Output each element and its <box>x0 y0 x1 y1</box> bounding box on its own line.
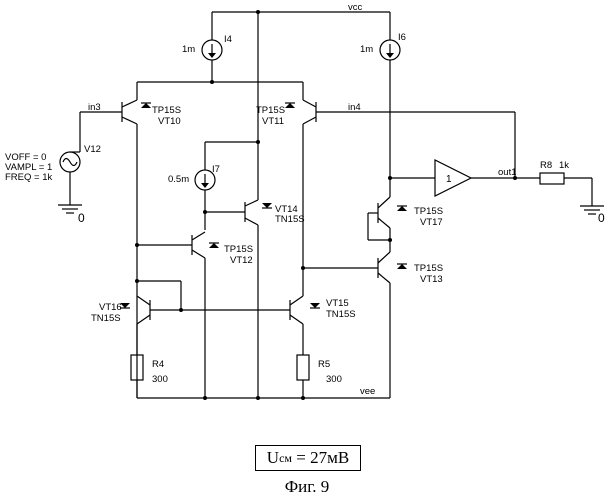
v12-name: V12 <box>84 144 101 155</box>
vt11-name: VT11 <box>262 116 284 127</box>
transistor-vt15: VT15 TN15S <box>290 296 356 355</box>
vee-rail: vee <box>137 386 390 400</box>
vt15-model: TN15S <box>326 309 356 320</box>
offset-voltage-result: Uсм = 27мВ <box>255 445 361 471</box>
transistor-vt14: VT14 TN15S <box>203 200 305 398</box>
v12-freq: FREQ = 1k <box>5 172 52 183</box>
vcc-label: vcc <box>348 2 363 13</box>
circuit-schematic: vcc vee 1m I4 1m I6 in3 <box>0 0 614 440</box>
i4-name: I4 <box>224 34 232 45</box>
current-source-i6: 1m I6 <box>360 32 406 178</box>
result-value: = 27мВ <box>296 448 349 468</box>
result-symbol: U <box>267 448 279 468</box>
r4-name: R4 <box>152 359 164 370</box>
i6-name: I6 <box>398 32 406 43</box>
vt11-model: TP15S <box>256 105 285 116</box>
buffer-amplifier: 1 out1 <box>435 160 540 196</box>
vt10-model: TP15S <box>152 105 181 116</box>
vt16-name: VT16 <box>99 302 122 313</box>
out1-label: out1 <box>498 167 517 178</box>
transistor-vt11: in4 TP15S VT11 <box>256 100 515 296</box>
buffer-gain: 1 <box>446 174 452 185</box>
r5-name: R5 <box>318 359 330 370</box>
i7-name: I7 <box>212 164 220 175</box>
transistor-vt16: VT16 TN15S <box>91 279 290 355</box>
vee-label: vee <box>360 386 375 397</box>
vt13-name: VT13 <box>420 274 443 285</box>
vt12-name: VT12 <box>230 255 253 266</box>
ground-label-right: 0 <box>598 211 605 225</box>
vt16-model: TN15S <box>91 313 121 324</box>
vt10-name: VT10 <box>158 116 181 127</box>
transistor-vt17: TP15S VT17 <box>368 176 443 252</box>
vt13-model: TP15S <box>414 263 443 274</box>
voltage-source-v12: V12 VOFF = 0 VAMPL = 1 FREQ = 1k 0 <box>5 144 101 225</box>
in3-label: in3 <box>88 102 101 113</box>
vt15-name: VT15 <box>326 298 349 309</box>
vt17-model: TP15S <box>414 206 443 217</box>
vt14-model: TN15S <box>275 214 305 225</box>
r8-value: 1k <box>559 160 569 171</box>
resistor-r8: R8 1k 0 <box>540 160 605 225</box>
ground-label-left: 0 <box>78 211 85 225</box>
result-subscript: см <box>279 451 292 466</box>
r5-value: 300 <box>326 374 342 385</box>
vcc-rail: vcc <box>212 2 390 200</box>
current-source-i4: 1m I4 <box>182 34 232 82</box>
r4-value: 300 <box>152 374 168 385</box>
i6-value: 1m <box>360 44 373 55</box>
in4-label: in4 <box>348 102 361 113</box>
current-source-i7: 0.5m I7 <box>168 140 260 230</box>
transistor-vt13: TP15S VT13 <box>301 252 443 398</box>
i7-value: 0.5m <box>168 174 189 185</box>
vt17-name: VT17 <box>420 217 443 228</box>
resistor-r5: R5 300 <box>297 355 342 398</box>
i4-value: 1m <box>182 44 195 55</box>
figure-caption: Фиг. 9 <box>0 477 614 497</box>
vt12-model: TP15S <box>224 244 253 255</box>
r8-name: R8 <box>540 160 552 171</box>
